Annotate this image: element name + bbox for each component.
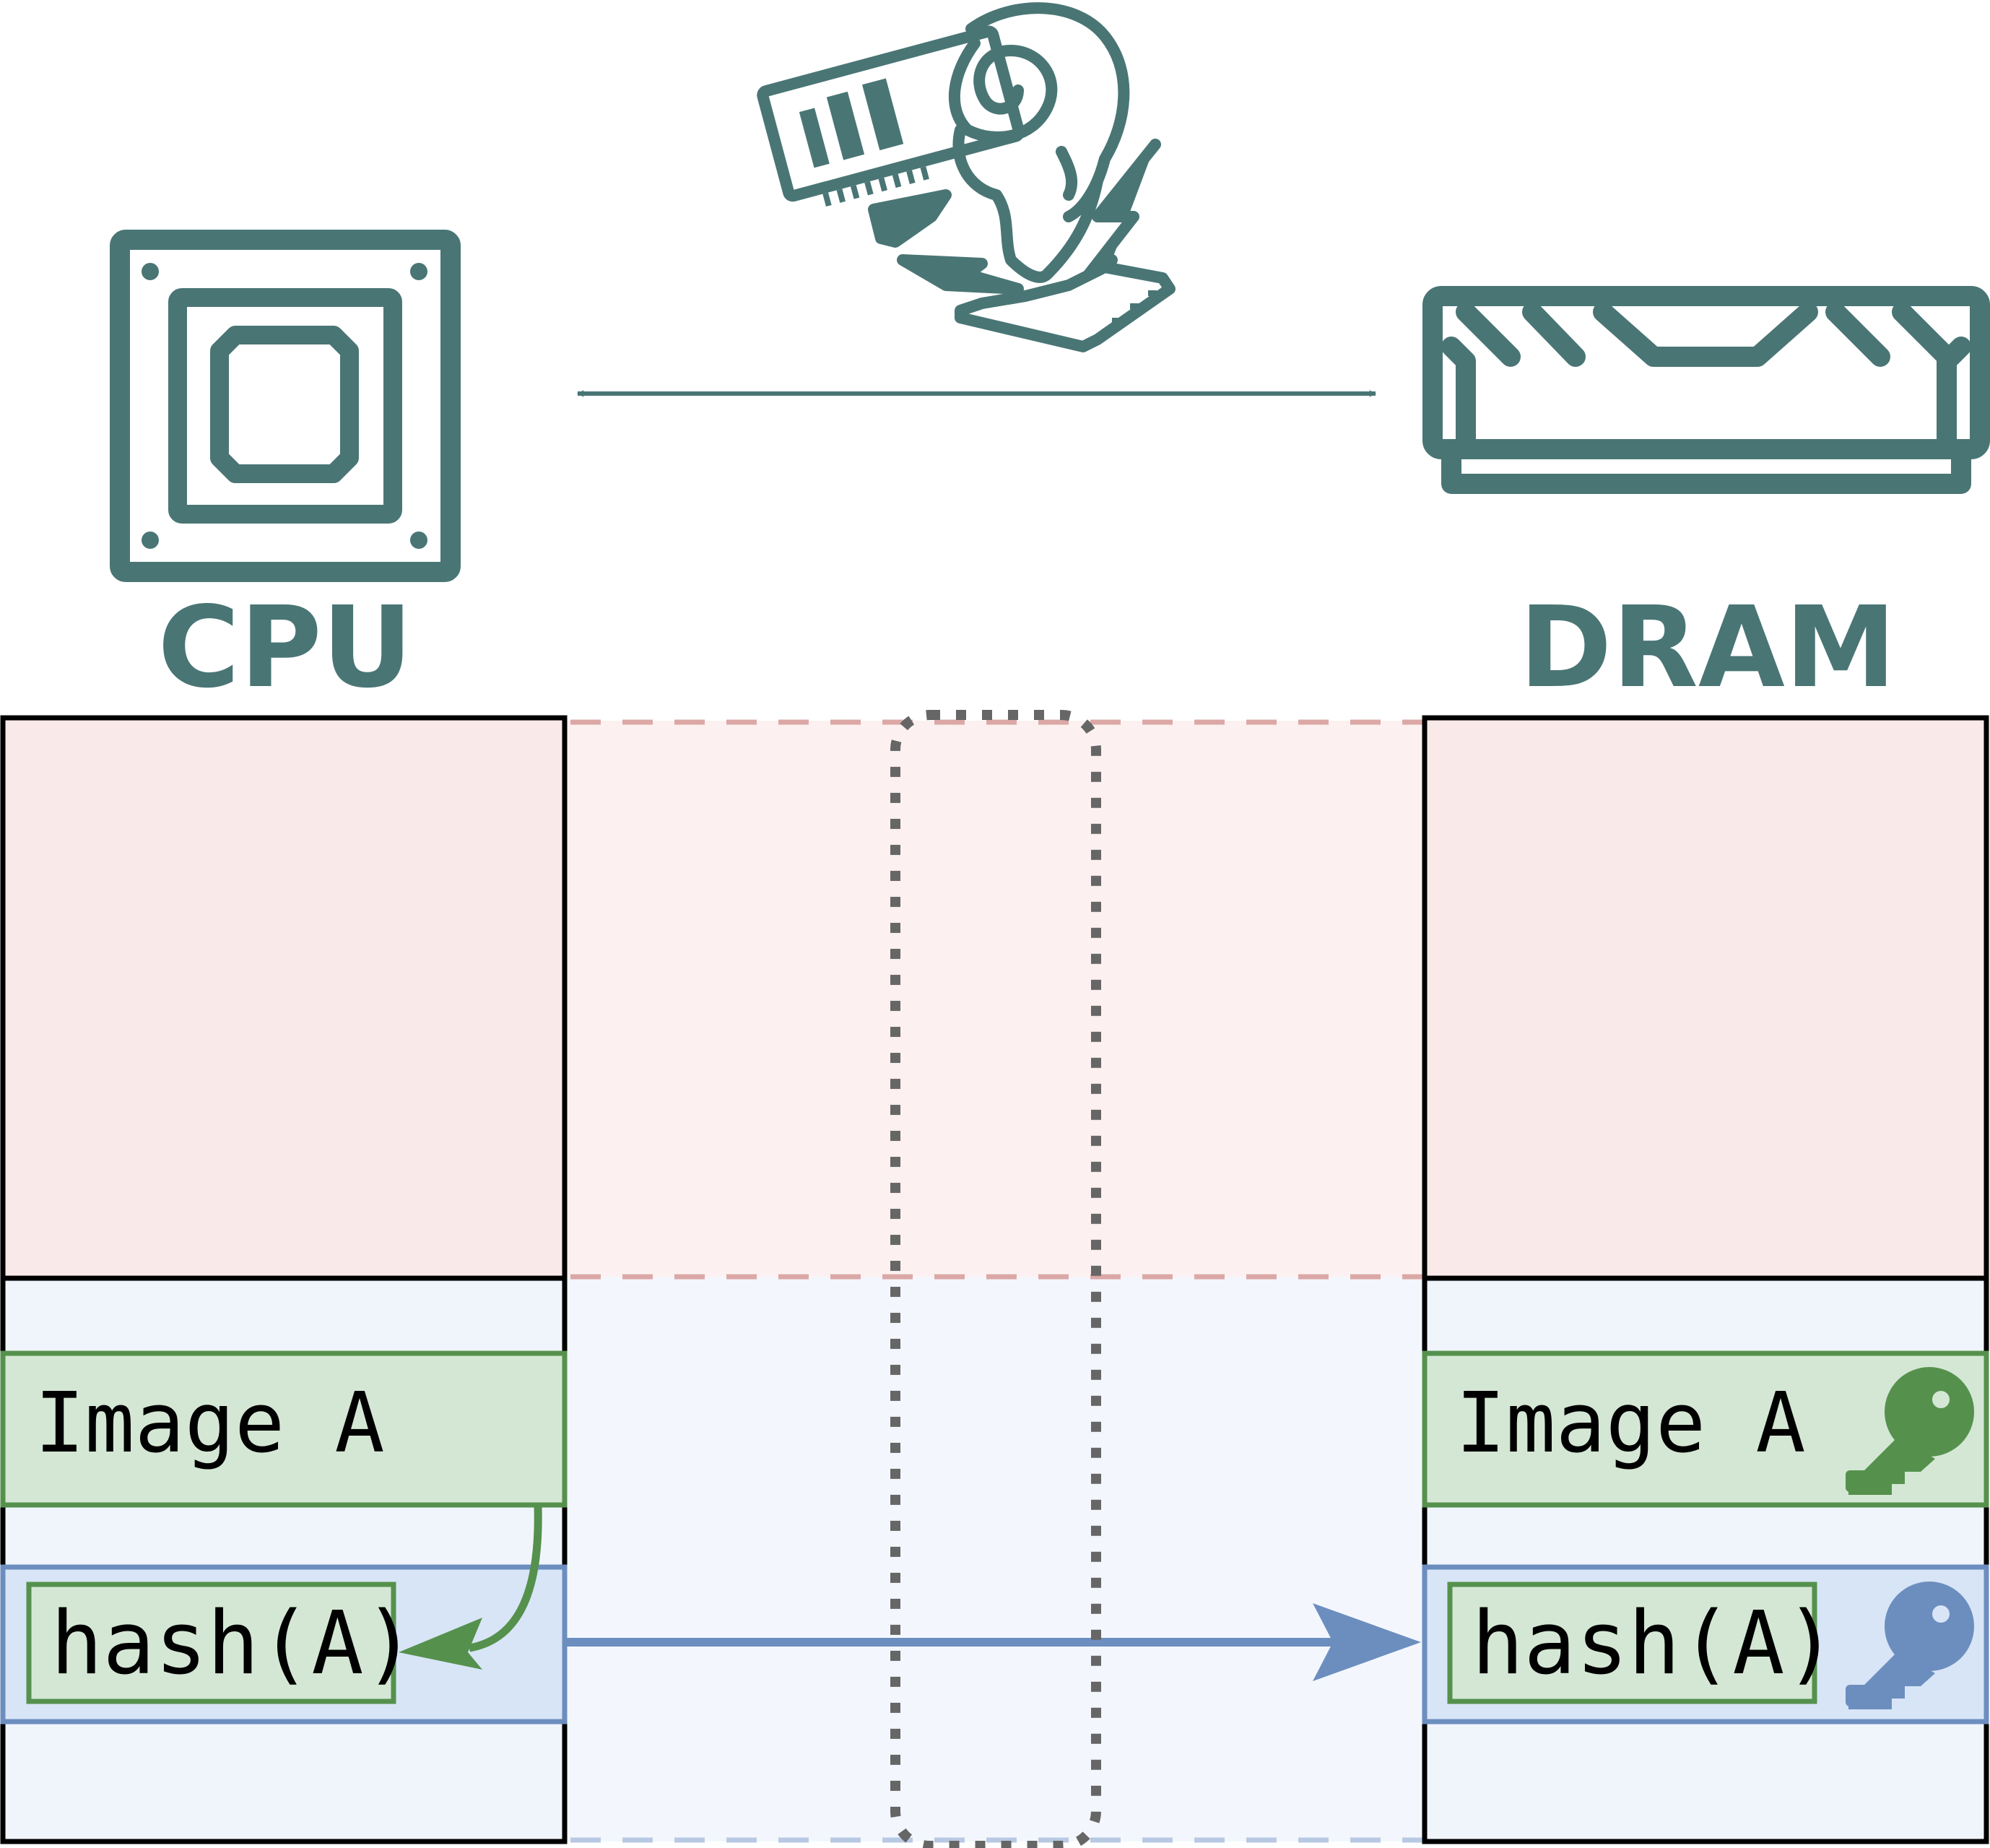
dram-module-icon	[1422, 286, 1990, 494]
key-icon	[1846, 1582, 1974, 1709]
cpu-image-a-block	[0, 1350, 568, 1508]
secure-channel-region	[566, 1277, 1424, 1842]
hash-transfer-arrow	[565, 1603, 1421, 1681]
cpu-image-a-label: Image A	[35, 1375, 385, 1472]
dram-label: DRAM	[1519, 582, 1896, 713]
dram-memory-column: Image A hash(A)	[1422, 715, 1989, 1844]
dram-image-a-label: Image A	[1456, 1375, 1806, 1472]
cpu-memory-column: Image A hash(A)	[0, 715, 568, 1844]
insecure-channel-region	[566, 721, 1424, 1277]
cpu-hash-inner-box	[26, 1582, 396, 1704]
rowhammer-ram-mascot-icon	[757, 2, 1176, 352]
key-icon	[1846, 1367, 1974, 1495]
cpu-chip-icon	[110, 230, 461, 582]
dram-hash-inner-box	[1447, 1582, 1817, 1704]
cpu-hash-label: hash(A)	[51, 1594, 416, 1694]
dram-hash-label: hash(A)	[1472, 1594, 1837, 1694]
cpu-label: CPU	[157, 582, 412, 713]
hash-compute-arrow	[399, 1506, 542, 1670]
